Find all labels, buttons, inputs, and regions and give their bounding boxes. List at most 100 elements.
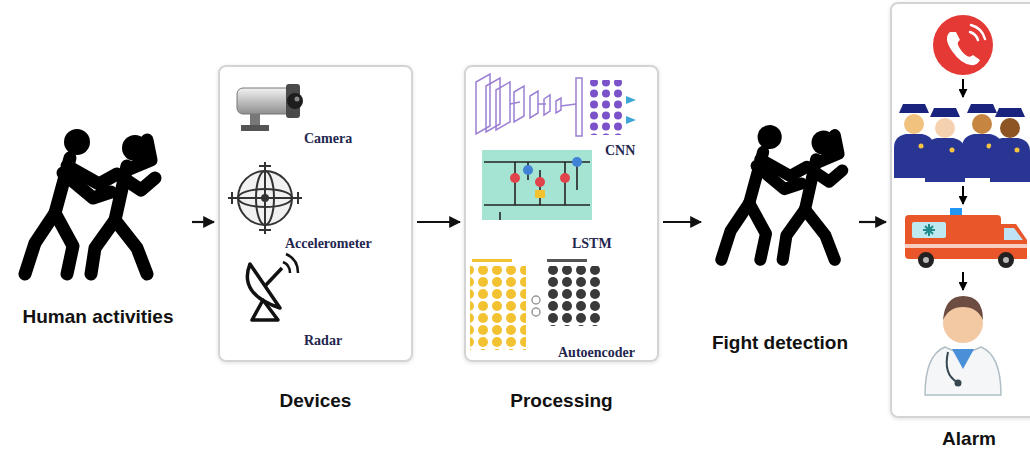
police-icon-part [990,108,1030,182]
accelerometer-icon-part [262,195,268,201]
lstm-diagram-part-part [484,204,590,206]
fighting-figures [25,129,155,274]
cnn-diagram-part [514,86,524,122]
processing-panel: ProcessingCNNLSTMAutoencoder [464,65,659,362]
doctor-icon-part [947,352,957,382]
ambulance-icon-part [1003,257,1009,263]
cnn-diagram-part [496,82,510,130]
ambulance-icon-part [998,252,1014,268]
item-label: Accelerometer [285,236,372,251]
cnn-diagram-part [626,96,636,104]
lstm-diagram-part-part [514,162,516,205]
cnn-diagram-part [538,103,546,105]
camera-icon-part [241,125,269,131]
ambulance-icon-part [923,224,935,236]
ambulance-icon-part [905,244,1027,248]
device-label: Radar [304,331,342,349]
device-label: Accelerometer [285,234,372,252]
lstm-diagram-part [510,173,520,183]
phone-icon-part [971,25,985,39]
stage-label: Fight detection [712,330,848,356]
autoencoder-diagram-part [532,308,540,316]
phone-icon-part [933,15,993,75]
flow-arrow [192,221,214,223]
cnn-diagram-part [556,98,561,113]
lstm-diagram-part [523,165,533,175]
camera-icon-part [250,114,260,126]
item-label: LSTM [572,236,612,251]
lstm-diagram-part [482,150,592,220]
autoencoder-diagram-part [532,296,540,304]
doctor-icon-part [943,296,983,320]
lstm-diagram-part-part [564,162,566,205]
detection-figure: Fight detection [705,120,855,356]
phone-icon [933,15,993,75]
police-icon-part [925,108,965,182]
activity-figure: Human activities [8,120,188,330]
flow-arrow [417,221,460,223]
doctor-icon [925,296,1001,395]
radar-icon-part [252,300,278,320]
stage-label: Human activities [23,304,174,330]
ambulance-icon-part [923,257,929,263]
radar-icon-part [286,254,298,273]
doctor-icon-part [955,380,962,387]
flow-arrow [962,79,964,97]
accelerometer-icon-part [259,229,271,231]
device-panel: DevicesCameraAccelerometerRadar [218,65,413,362]
lstm-diagram [482,150,592,220]
ambulance-icon-part [912,222,946,238]
autoencoder-diagram-part [472,259,512,262]
autoencoder-diagram-part [545,266,601,326]
cnn-diagram-part [476,74,490,134]
phone-icon-part [970,32,978,40]
lstm-diagram-part-part [539,170,541,205]
ambulance-icon-part [918,252,934,268]
item-label: Camera [304,131,352,146]
cnn-diagram-part [510,102,520,104]
cnn-diagram-part [530,91,538,118]
ambulance-icon-part [1004,228,1023,240]
model-label: CNN [605,141,635,159]
flow-arrow [962,272,964,290]
cnn-diagram-part [626,116,636,124]
model-label: LSTM [572,234,612,252]
fighting-figures [721,125,842,260]
autoencoder-diagram-part [547,259,587,262]
autoencoder-diagram [470,259,601,350]
lstm-diagram-part [535,177,545,187]
radar-icon-part [265,268,282,286]
lstm-diagram-part-part [499,212,501,220]
item-label: Radar [304,333,342,348]
alarm-panel: Alarm [890,2,1030,418]
police-icon [894,104,1030,182]
accelerometer-icon-part [297,192,299,204]
device-label: Camera [304,129,352,147]
model-label: Autoencoder [558,343,635,361]
camera-icon [237,84,303,131]
accelerometer-icon-part [259,165,271,167]
panel-heading: Alarm [892,428,1030,450]
item-label: Autoencoder [558,345,635,360]
panel-heading: Processing [466,390,657,412]
doctor-icon-part [952,349,974,369]
lstm-diagram-part [484,162,590,220]
lstm-diagram-part [560,173,570,183]
cnn-diagram-part [561,104,576,106]
ambulance-icon-part [950,208,962,215]
flow-arrow [859,221,886,223]
camera-icon-part [295,97,300,102]
panel-heading: Devices [220,390,411,412]
camera-icon-part [287,93,303,109]
phone-icon-part [947,32,980,65]
cnn-diagram-part [576,78,582,136]
ambulance-icon-part [905,215,1001,259]
cnn-diagram-part [486,78,500,132]
cnn-diagram-part [544,95,550,115]
lstm-diagram-part [535,190,545,198]
accelerometer-icon [228,162,302,234]
